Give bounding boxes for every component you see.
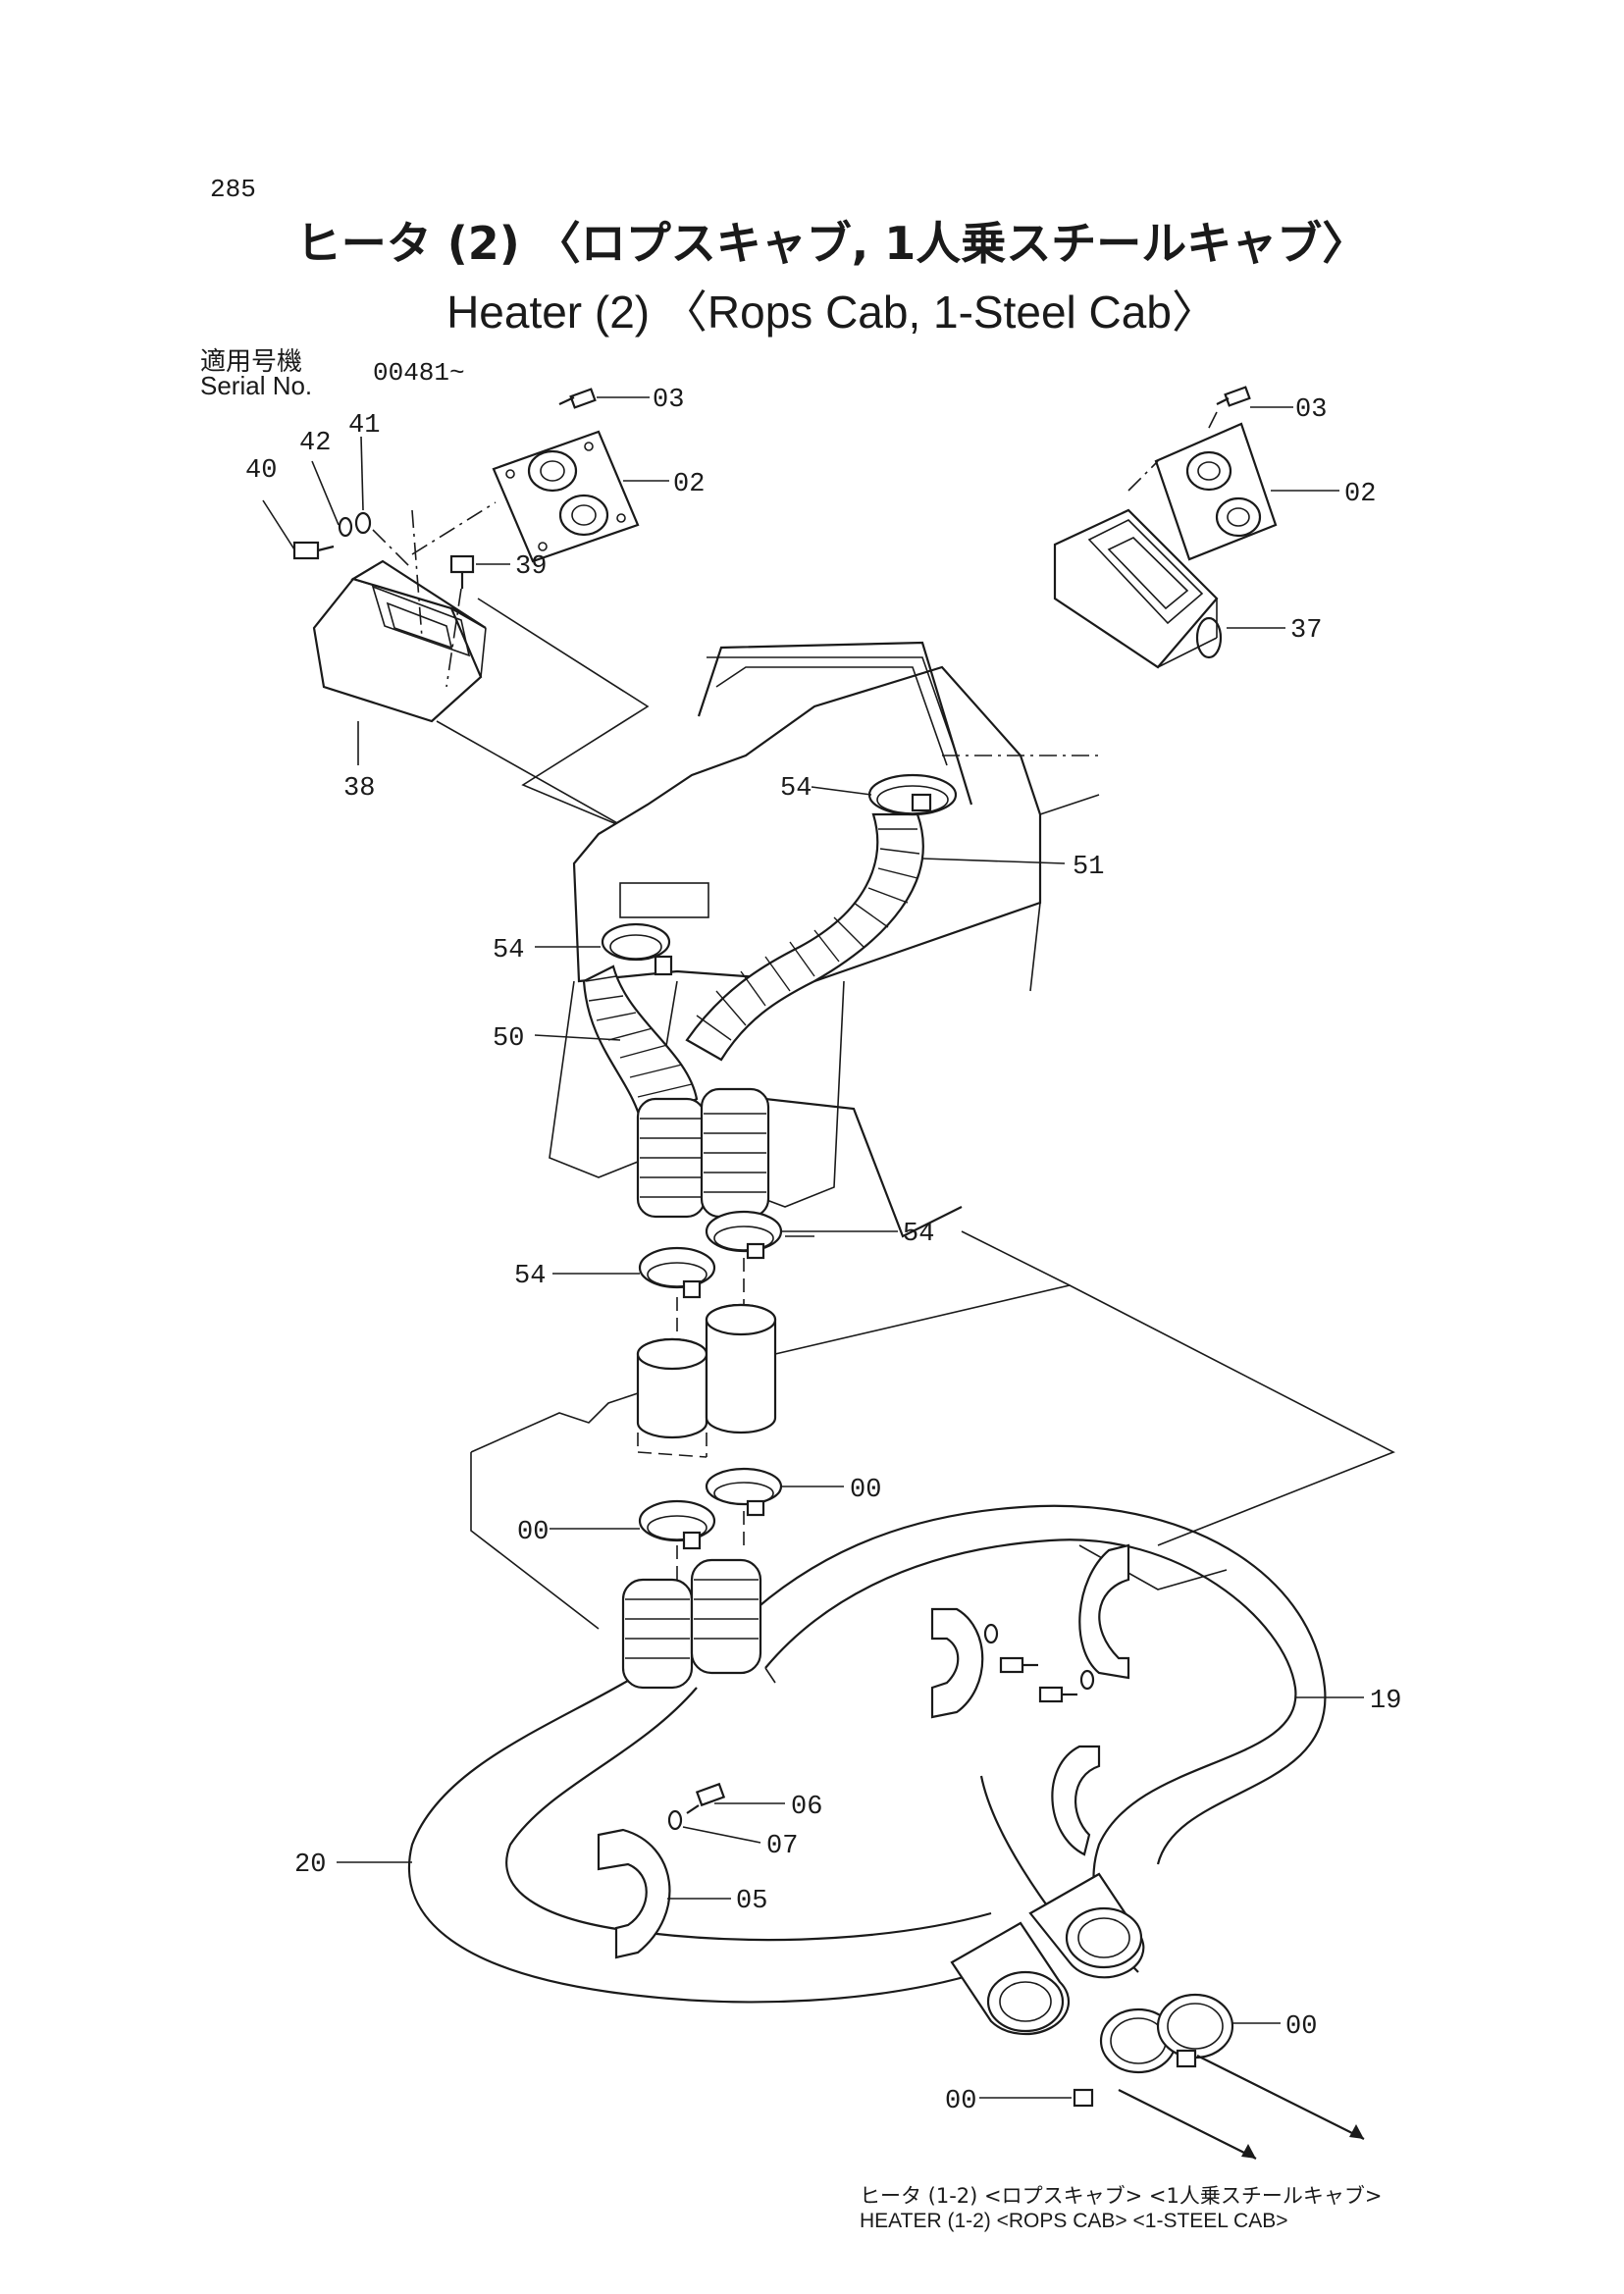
- part-label-03: 03: [653, 386, 684, 415]
- hose-19: [755, 1504, 1327, 1973]
- part-label-05: 05: [736, 1887, 767, 1916]
- part-label-20: 20: [294, 1851, 326, 1880]
- plate-02-right: [1154, 422, 1278, 561]
- clamps-00-bottom: [1073, 1993, 1234, 2108]
- part-label-37: 37: [1290, 616, 1322, 646]
- duct-50: [582, 965, 699, 1130]
- part-label-00: 00: [517, 1518, 549, 1547]
- screws-left: [292, 388, 597, 589]
- part-label-54: 54: [493, 936, 524, 965]
- part-label-50: 50: [493, 1024, 524, 1054]
- serial-number-value: 00481~: [373, 358, 465, 388]
- part-label-51: 51: [1073, 853, 1104, 882]
- reference-caption-english: HEATER (1-2) <ROPS CAB> <1-STEEL CAB>: [860, 2210, 1288, 2232]
- part-label-02: 02: [1344, 480, 1376, 509]
- reference-caption-japanese: ヒータ (1-2) <ロプスキャブ> <1人乗スチールキャブ>: [860, 2184, 1383, 2208]
- bracket-assembly-37: [1053, 508, 1223, 669]
- duct-lower-bellows: [636, 1087, 770, 1219]
- hose-20: [407, 1677, 992, 2004]
- part-label-06: 06: [791, 1793, 822, 1822]
- part-label-54: 54: [514, 1262, 546, 1291]
- hose-bellows-top: [621, 1558, 762, 1690]
- page-title-english: Heater (2) 〈Rops Cab, 1-Steel Cab〉: [446, 287, 1217, 338]
- part-label-41: 41: [348, 411, 380, 441]
- clamps-54-middle: [638, 1210, 783, 1299]
- serial-label-english: Serial No.: [200, 371, 313, 400]
- hose-bellows-bottom: [950, 1872, 1145, 2036]
- page-number: 285: [210, 175, 256, 204]
- clamps-00-middle: [638, 1467, 783, 1580]
- clamp-54-top-left: [601, 922, 673, 976]
- duct-51: [685, 812, 924, 1062]
- page-title-japanese: ヒータ (2) 〈ロプスキャブ, 1人乗スチールキャブ〉: [295, 217, 1368, 270]
- part-label-07: 07: [766, 1832, 798, 1861]
- part-label-39: 39: [515, 552, 547, 582]
- part-label-42: 42: [299, 429, 331, 458]
- part-label-03: 03: [1295, 395, 1327, 425]
- part-label-02: 02: [673, 470, 705, 499]
- console-body: [549, 641, 1100, 1238]
- floor-plate: [470, 1230, 1395, 1630]
- clips-19: [930, 1543, 1130, 1856]
- part-label-00: 00: [1285, 2012, 1317, 2042]
- bracket-assembly-38: [312, 559, 487, 723]
- bolts-washers: [667, 1623, 1095, 1831]
- part-label-00: 00: [945, 2087, 976, 2116]
- sleeves: [636, 1258, 777, 1458]
- part-label-54: 54: [903, 1220, 934, 1249]
- screw-right: [1127, 386, 1251, 492]
- part-label-00: 00: [850, 1476, 881, 1505]
- part-label-40: 40: [245, 456, 277, 486]
- clamp-54-top-right: [867, 773, 958, 816]
- leader-lines: [262, 396, 1364, 2099]
- part-label-54: 54: [780, 774, 812, 804]
- reference-arrows: [1118, 2055, 1365, 2160]
- serial-label-japanese: 適用号機: [200, 347, 303, 377]
- part-labels: 03 02 40 42 41 39 38 03 02 37 54 51 54 5…: [245, 386, 1401, 2116]
- plate-02-left: [492, 430, 640, 563]
- clip-05: [597, 1828, 671, 1959]
- part-label-38: 38: [343, 774, 375, 804]
- part-label-19: 19: [1370, 1687, 1401, 1716]
